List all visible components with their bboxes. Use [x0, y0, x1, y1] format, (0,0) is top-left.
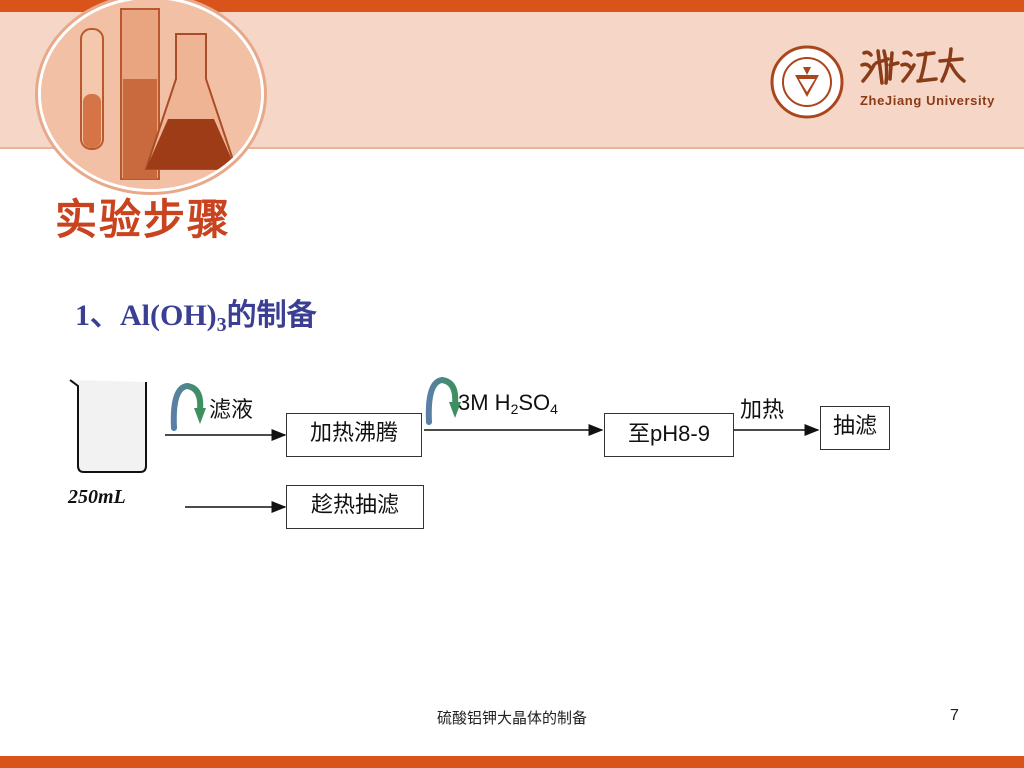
- reagent-mid: SO: [518, 390, 551, 415]
- zju-seal-logo: [770, 45, 844, 119]
- ph-prefix: 至: [628, 422, 651, 447]
- addition-arrow-icon: [170, 382, 206, 431]
- label-heat: 加热: [740, 398, 785, 423]
- page-number: 7: [950, 707, 959, 724]
- addition-arrow-icon: [425, 376, 461, 425]
- footer-title: 硫酸铝钾大晶体的制备: [436, 709, 587, 727]
- subtitle-suffix: 的制备: [226, 299, 317, 332]
- bottom-accent-bar: [0, 756, 1024, 768]
- beaker-icon: [69, 379, 147, 473]
- subtitle-subscript: 3: [216, 314, 227, 336]
- reagent-sub-2: 2: [510, 401, 519, 417]
- reagent-h2so4: 3M H2SO4: [458, 390, 558, 417]
- reagent-prefix: 3M H: [458, 390, 511, 415]
- box-heat-boil: 加热沸腾: [286, 413, 422, 457]
- label-filtrate: 滤液: [209, 398, 254, 423]
- subtitle-prefix: 1、Al(OH): [75, 299, 217, 332]
- box-hot-filter: 趁热抽滤: [286, 485, 424, 529]
- lab-glassware-image: [38, 0, 264, 192]
- beaker-volume: 250mL: [68, 486, 126, 508]
- university-english-name: ZheJiang University: [860, 93, 995, 108]
- ph-value: pH8-9: [650, 421, 710, 446]
- zju-chinese-wordmark: [860, 47, 966, 85]
- slide-title: 实验步骤: [55, 195, 232, 244]
- reagent-sub-4: 4: [550, 401, 558, 417]
- box-suction-filter: 抽滤: [820, 406, 890, 450]
- section-subtitle: 1、Al(OH)3的制备: [75, 290, 317, 337]
- box-ph: 至pH8-9: [604, 413, 734, 457]
